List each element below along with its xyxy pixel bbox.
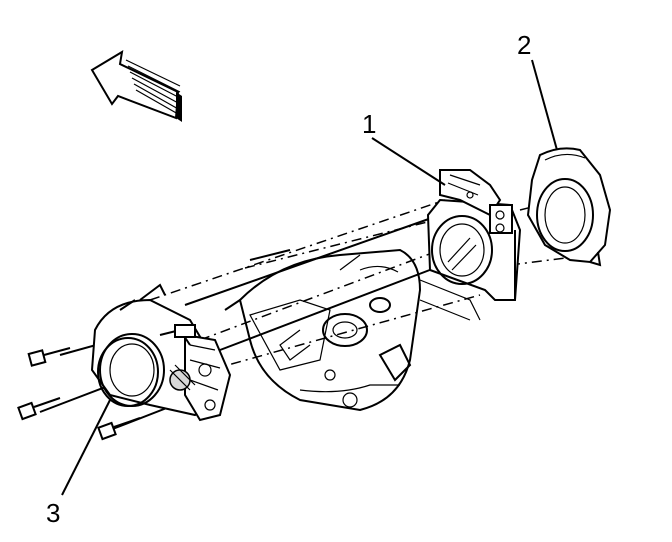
front-direction-arrow-icon [90,50,182,122]
gasket [526,147,612,267]
callout-2: 2 [517,30,531,60]
throttle-body-adapter [426,169,522,301]
throttle-body [90,283,232,422]
leader-line-2 [531,59,558,151]
bolt-lower [97,417,141,441]
callout-3: 3 [46,498,60,528]
bolt-middle [17,397,61,421]
bolts [17,347,141,441]
intake-manifold [224,248,481,412]
leader-line-1 [371,137,446,186]
leader-lines [61,59,558,496]
callout-1: 1 [362,109,376,139]
leader-line-3 [61,399,111,496]
bolt-upper [27,347,71,367]
